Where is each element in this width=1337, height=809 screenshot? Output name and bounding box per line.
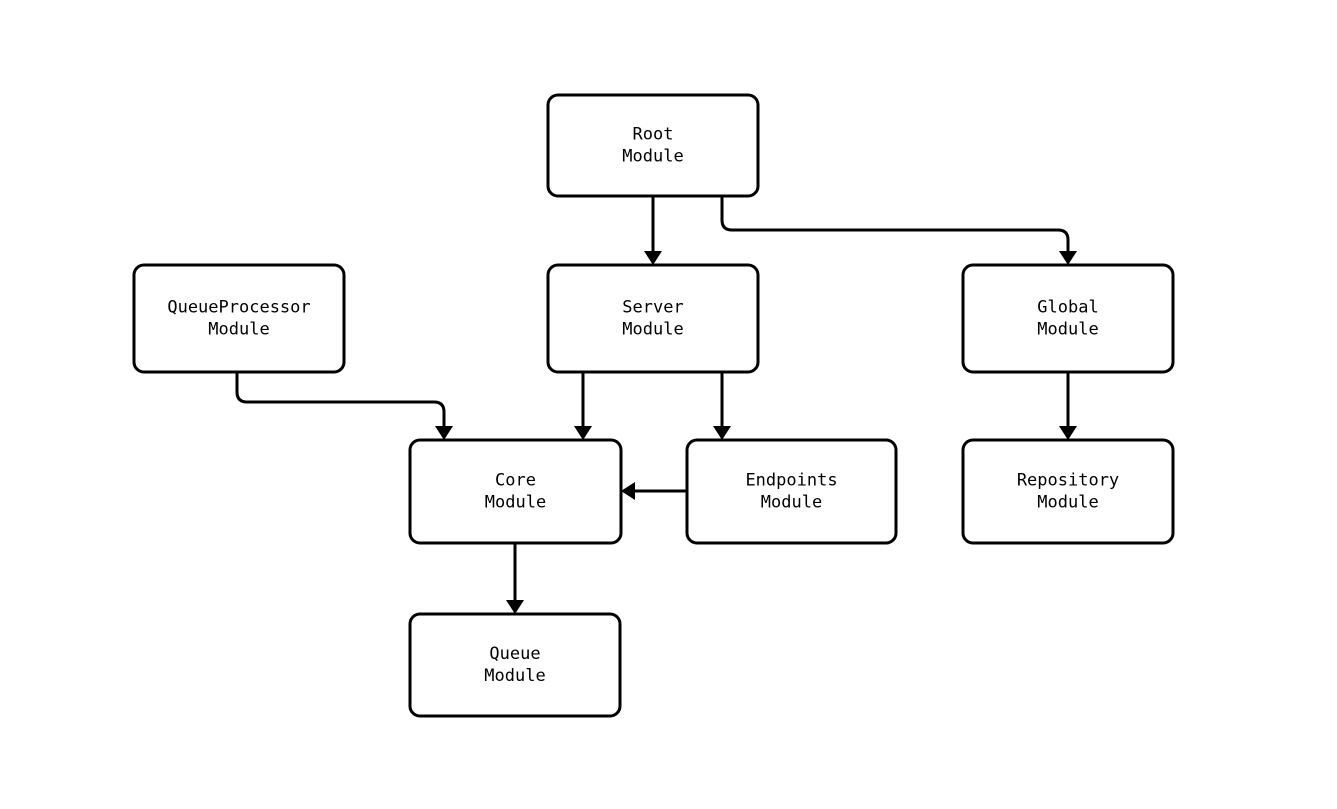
edge-server-to-endpoints [713,372,731,440]
edge-server-to-endpoints-arrowhead [713,426,731,440]
edge-queueprocessor-to-core-arrowhead [435,426,453,440]
server-module-node-label-line1: Server [622,298,683,318]
edge-core-to-queue-arrowhead [506,600,524,614]
queueprocessor-module-node-label-line2: Module [208,320,269,340]
root-module-node-box[interactable] [546,93,760,198]
queueprocessor-module-node-label-line1: QueueProcessor [167,298,310,318]
server-module-node-box[interactable] [546,263,760,374]
queueprocessor-module-node-box[interactable] [132,263,346,374]
edge-root-to-global [720,196,1077,265]
endpoints-module-node-label-line2: Module [761,493,822,513]
repository-module-node-label-line1: Repository [1017,471,1119,491]
queue-module-node-label-line1: Queue [489,644,540,664]
server-module-node-label-line2: Module [622,320,683,340]
endpoints-module-node-label-line1: Endpoints [745,471,837,491]
edge-root-to-global-arrowhead [1059,251,1077,265]
edge-global-to-repository [1059,372,1077,440]
repository-module-node-label-line2: Module [1037,493,1098,513]
root-module-node-label-line1: Root [633,125,674,145]
repository-module-node-box[interactable] [961,438,1175,545]
edge-root-to-server-arrowhead [644,251,662,265]
edge-server-to-core-arrowhead [574,426,592,440]
core-module-node-label-line1: Core [495,471,536,491]
root-module-node-label-line2: Module [622,147,683,167]
global-module-node-label-line2: Module [1037,320,1098,340]
edge-queueprocessor-to-core [235,372,453,440]
edge-global-to-repository-arrowhead [1059,426,1077,440]
edge-endpoints-to-core [621,482,687,500]
edge-root-to-global-line [720,196,1070,252]
edges-layer [235,196,1077,614]
edge-endpoints-to-core-arrowhead [621,482,635,500]
queue-module-node-label-line2: Module [484,666,545,686]
edge-core-to-queue [506,543,524,614]
edge-root-to-server [644,196,662,265]
global-module-node-box[interactable] [961,263,1175,374]
global-module-node-label-line1: Global [1037,298,1098,318]
edge-queueprocessor-to-core-line [235,372,446,427]
core-module-node-label-line2: Module [485,493,546,513]
queue-module-node-box[interactable] [408,612,622,718]
endpoints-module-node-box[interactable] [685,438,898,545]
core-module-node-box[interactable] [408,438,623,545]
edge-server-to-core [574,372,592,440]
